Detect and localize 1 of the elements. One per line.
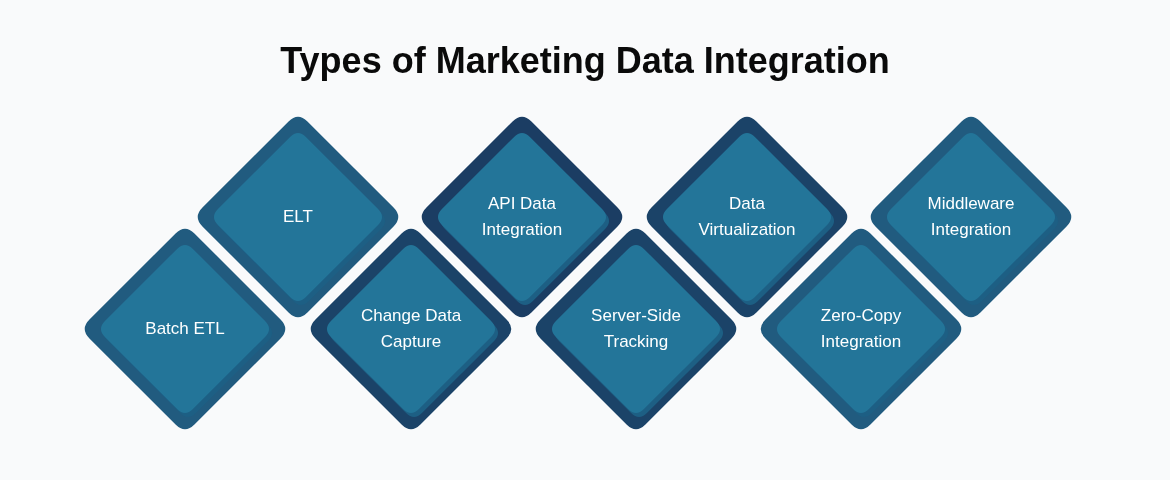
title: Types of Marketing Data Integration xyxy=(279,40,891,82)
